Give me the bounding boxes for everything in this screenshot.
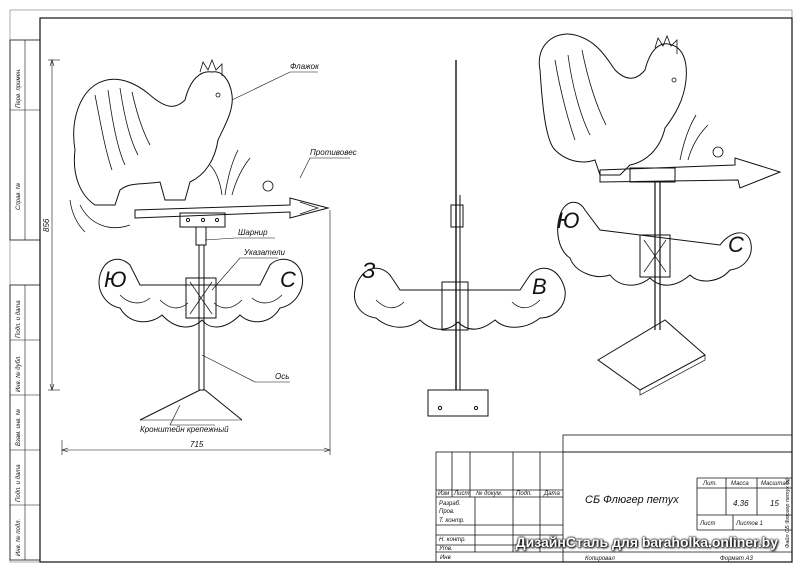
side-view [353, 60, 566, 417]
tb-mass-label: Масса [731, 481, 749, 487]
compass-letter: В [532, 274, 547, 299]
tb-header: Лист [453, 491, 469, 497]
front-view [69, 58, 330, 421]
rooster-iso [538, 33, 687, 176]
compass-letter: Ю [557, 208, 580, 233]
dimensions [48, 59, 331, 455]
callout-bracket: Кронштейн крепежный [140, 425, 229, 434]
tb-file: Файл СБ Флюгер петух (к) [784, 478, 791, 548]
callout-pointers: Указатели [243, 248, 286, 257]
tb-lit-label: Лит. [702, 481, 717, 487]
tb-copied: Копировал [585, 556, 615, 562]
compass-letter: С [728, 232, 744, 257]
tb-header: Дата [543, 491, 560, 497]
strip-label: Инв. № подл. [15, 519, 22, 556]
title-block-text: Изм Лист № докум. Подп. Дата Разраб. Про… [438, 478, 791, 562]
callout-axis: Ось [275, 372, 289, 381]
tb-sheet-label: Лист [699, 521, 715, 527]
strip-label: Подп. и дата [16, 300, 22, 338]
tb-scale-value: 15 [770, 499, 779, 508]
vane-arrow-iso [599, 157, 782, 189]
tb-header: Подп. [516, 491, 532, 497]
mount-bracket-iso [597, 319, 706, 391]
strip-label: Подп. и дата [16, 464, 22, 502]
compass-letter: С [280, 267, 296, 292]
dimension-width: 715 [190, 440, 204, 449]
tb-scale-label: Масштаб [761, 481, 790, 487]
rooster-figure [73, 71, 233, 206]
tb-row-label: Т. контр. [439, 518, 465, 524]
strip-label: Перв. примен. [16, 68, 22, 108]
compass-pointers-iso [557, 201, 752, 286]
outer-frame [9, 9, 793, 563]
tb-inventory: Инв [440, 555, 451, 561]
tb-header: Изм [438, 491, 449, 497]
drawing-title: СБ Флюгер петух [585, 494, 679, 506]
side-strip: Перв. примен. Справ. № Подп. и дата Инв.… [9, 39, 41, 561]
iso-view [538, 33, 782, 396]
callout-leaders [169, 71, 350, 426]
rooster-comb [199, 58, 223, 76]
tb-row-label: Утв. [438, 546, 453, 552]
side-base-plate [427, 389, 489, 417]
tb-sheets-label: Листов 1 [735, 521, 763, 527]
strip-label: Инв. № дубл. [15, 355, 22, 392]
compass-pointers-side [353, 267, 566, 330]
compass-pointers [98, 258, 304, 328]
tb-row-label: Разраб. [439, 501, 461, 507]
tb-mass-value: 4.36 [733, 499, 749, 508]
compass-letter: З [362, 258, 376, 283]
callout-counterweight: Противовес [310, 148, 357, 157]
dimension-height: 856 [42, 218, 51, 232]
vane-arrow [134, 197, 330, 219]
mount-bracket [139, 389, 243, 421]
callout-hinge: Шарнир [238, 228, 268, 237]
watermark: ДизайнСталь для baraholka.onliner.by [515, 534, 778, 550]
tb-header: № докум. [476, 490, 502, 497]
tb-format: Формат А3 [720, 556, 753, 562]
tb-row-label: Н. контр. [439, 537, 466, 543]
title-block [435, 434, 793, 563]
compass-letter: Ю [104, 267, 127, 292]
callout-flag: Флажок [290, 62, 320, 71]
strip-label: Справ. № [15, 182, 22, 210]
tb-row-label: Пров. [439, 509, 455, 515]
strip-label: Взам. инв. № [15, 408, 22, 446]
